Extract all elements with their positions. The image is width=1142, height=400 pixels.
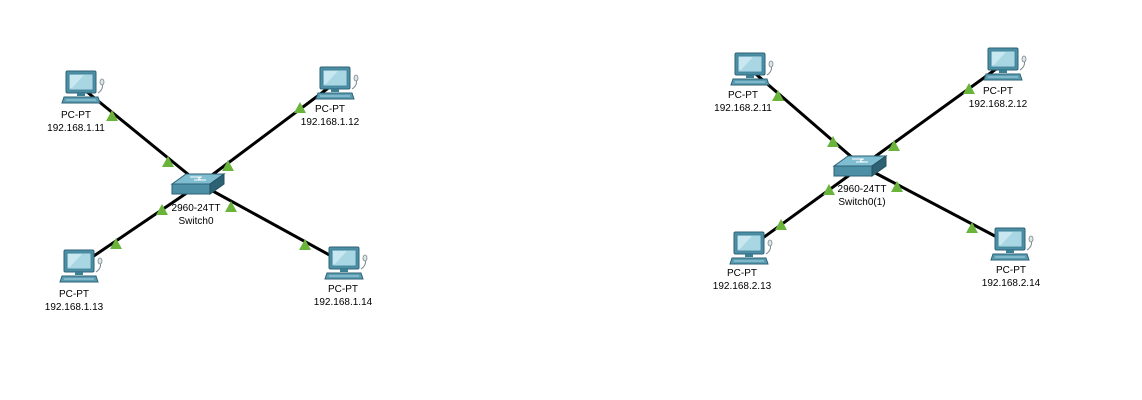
switch-2[interactable]: 2960-24TT Switch0(1) <box>833 155 887 208</box>
ethernet-cable[interactable] <box>748 164 863 250</box>
pc-ip-label: 192.168.2.12 <box>969 99 1028 110</box>
ethernet-cable[interactable] <box>78 182 201 268</box>
pc-2-4[interactable]: PC-PT 192.168.2.14 <box>982 227 1041 289</box>
pc-ip-label: 192.168.2.13 <box>713 281 772 292</box>
switch-name-label: Switch0(1) <box>838 197 885 208</box>
pc-2-2[interactable]: PC-PT 192.168.2.12 <box>969 47 1028 110</box>
link-up-indicator <box>888 140 900 151</box>
ethernet-cable[interactable] <box>861 62 1004 168</box>
pc-icon[interactable] <box>324 246 368 280</box>
pc-type-label: PC-PT <box>328 284 358 295</box>
pc-2-3[interactable]: PC-PT 192.168.2.13 <box>713 231 773 292</box>
pc-type-label: PC-PT <box>61 110 91 121</box>
link-up-indicator <box>966 222 978 233</box>
pc-ip-label: 192.168.2.14 <box>982 278 1041 289</box>
link-up-indicator <box>222 160 234 171</box>
link-2-2[interactable] <box>861 62 1004 168</box>
ethernet-cable[interactable] <box>861 164 1011 246</box>
link-up-indicator <box>156 204 168 215</box>
pc-icon[interactable] <box>983 47 1027 81</box>
link-up-indicator <box>299 239 311 250</box>
link-1-2[interactable] <box>199 81 336 186</box>
link-up-indicator <box>294 102 306 113</box>
pc-ip-label: 192.168.2.11 <box>714 103 772 114</box>
pc-icon[interactable] <box>61 70 105 104</box>
switch-icon[interactable] <box>171 173 225 195</box>
link-up-indicator <box>162 156 174 167</box>
link-up-indicator <box>823 184 835 195</box>
links-layer <box>78 62 1011 268</box>
link-1-3[interactable] <box>78 182 201 268</box>
pc-1-4[interactable]: PC-PT 192.168.1.14 <box>314 246 373 308</box>
link-up-indicator <box>106 110 118 121</box>
pc-1-3[interactable]: PC-PT 192.168.1.13 <box>45 249 104 313</box>
link-up-indicator <box>110 238 122 249</box>
pc-ip-label: 192.168.1.14 <box>314 297 373 308</box>
pc-1-2[interactable]: PC-PT 192.168.1.12 <box>301 66 360 128</box>
pc-ip-label: 192.168.1.12 <box>301 117 360 128</box>
link-up-indicator <box>225 201 237 212</box>
devices-layer: 2960-24TTSwitch0PC-PT192.168.1.11PC-PT19… <box>45 47 1041 313</box>
link-up-indicator <box>963 83 975 94</box>
switch-1[interactable]: 2960-24TT Switch0 <box>171 173 225 227</box>
link-up-indicator <box>891 181 903 192</box>
ethernet-cable[interactable] <box>199 81 336 186</box>
link-up-indicator <box>772 90 784 101</box>
ethernet-cable[interactable] <box>80 85 201 186</box>
pc-icon[interactable] <box>990 227 1034 261</box>
link-2-4[interactable] <box>861 164 1011 246</box>
switch-model-label: 2960-24TT <box>172 203 221 214</box>
pc-type-label: PC-PT <box>727 268 757 279</box>
pc-2-1[interactable]: PC-PT 192.168.2.11 <box>714 52 774 114</box>
pc-1-1[interactable]: PC-PT 192.168.1.11 <box>47 70 105 134</box>
pc-ip-label: 192.168.1.11 <box>47 123 105 134</box>
link-1-1[interactable] <box>80 85 201 186</box>
link-1-4[interactable] <box>199 182 345 265</box>
pc-type-label: PC-PT <box>59 289 89 300</box>
network-1: 2960-24TTSwitch0PC-PT192.168.1.11PC-PT19… <box>45 66 373 313</box>
pc-icon[interactable] <box>730 52 774 86</box>
network-2: 2960-24TTSwitch0(1)PC-PT192.168.2.11PC-P… <box>713 47 1041 292</box>
ethernet-cable[interactable] <box>199 182 345 265</box>
link-2-3[interactable] <box>748 164 863 250</box>
link-up-indicator <box>827 136 839 147</box>
pc-type-label: PC-PT <box>728 90 758 101</box>
pc-type-label: PC-PT <box>983 86 1013 97</box>
pc-ip-label: 192.168.1.13 <box>45 302 104 313</box>
pc-icon[interactable] <box>315 66 359 100</box>
switch-model-label: 2960-24TT <box>838 184 887 195</box>
pc-type-label: PC-PT <box>996 265 1026 276</box>
pc-type-label: PC-PT <box>315 104 345 115</box>
link-up-indicator <box>775 219 787 230</box>
switch-name-label: Switch0 <box>178 216 213 227</box>
